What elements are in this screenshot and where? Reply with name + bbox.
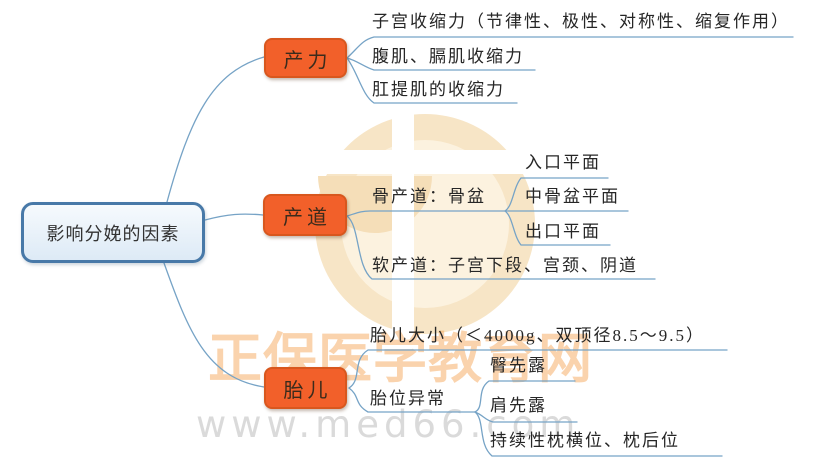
root-node-label: 影响分娩的因素 — [46, 223, 180, 244]
node-bony-birth-canal[interactable]: 骨产道：骨盆 — [372, 187, 486, 206]
connector-taiwei-chixu — [474, 411, 723, 457]
leaf-outlet-plane[interactable]: 出口平面 — [525, 222, 601, 241]
leaf-inlet-plane[interactable]: 入口平面 — [525, 153, 601, 172]
branch-node-chandao-label: 产道 — [283, 206, 331, 229]
connector-taier-size — [348, 349, 728, 389]
connector-gupen-rukou — [504, 177, 609, 212]
connector-taiwei-tun — [474, 380, 576, 413]
leaf-abdominal-diaphragm[interactable]: 腹肌、膈肌收缩力 — [372, 47, 524, 66]
connector-root-to-chandao — [204, 213, 264, 221]
leaf-persistent-occiput-position[interactable]: 持续性枕横位、枕后位 — [490, 431, 680, 450]
leaf-levator-ani[interactable]: 肛提肌的收缩力 — [372, 80, 505, 99]
branch-node-taier[interactable]: 胎儿 — [264, 367, 347, 409]
leaf-fetal-size[interactable]: 胎儿大小（＜4000g、双顶径8.5～9.5） — [370, 326, 705, 345]
branch-node-chanli-label: 产力 — [283, 49, 332, 72]
branch-node-chanli[interactable]: 产力 — [264, 38, 347, 78]
connector-gupen-chukou — [504, 210, 611, 246]
connector-chandao-guchandao — [346, 210, 629, 217]
connector-chanli-leaf2 — [346, 57, 536, 71]
leaf-soft-birth-canal[interactable]: 软产道：子宫下段、宫颈、阴道 — [372, 256, 638, 275]
connector-taier-taiwei — [348, 387, 476, 413]
connector-root-to-chanli — [166, 56, 265, 203]
leaf-uterine-contraction[interactable]: 子宫收缩力（节律性、极性、对称性、缩复作用） — [372, 12, 790, 31]
connector-chanli-leaf1 — [346, 36, 794, 59]
leaf-breech-presentation[interactable]: 臀先露 — [490, 356, 547, 375]
branch-node-taier-label: 胎儿 — [283, 379, 332, 402]
root-node[interactable]: 影响分娩的因素 — [21, 202, 205, 263]
connector-chandao-ruanchandao — [346, 215, 656, 280]
leaf-midpelvis-plane[interactable]: 中骨盆平面 — [525, 187, 620, 206]
connector-taiwei-jian — [474, 411, 578, 423]
connector-chanli-leaf3 — [346, 57, 518, 104]
node-fetal-position-abnormal[interactable]: 胎位异常 — [370, 389, 446, 408]
connector-root-to-taier — [163, 262, 265, 388]
branch-node-chandao[interactable]: 产道 — [263, 194, 347, 236]
leaf-shoulder-presentation[interactable]: 肩先露 — [490, 396, 547, 415]
